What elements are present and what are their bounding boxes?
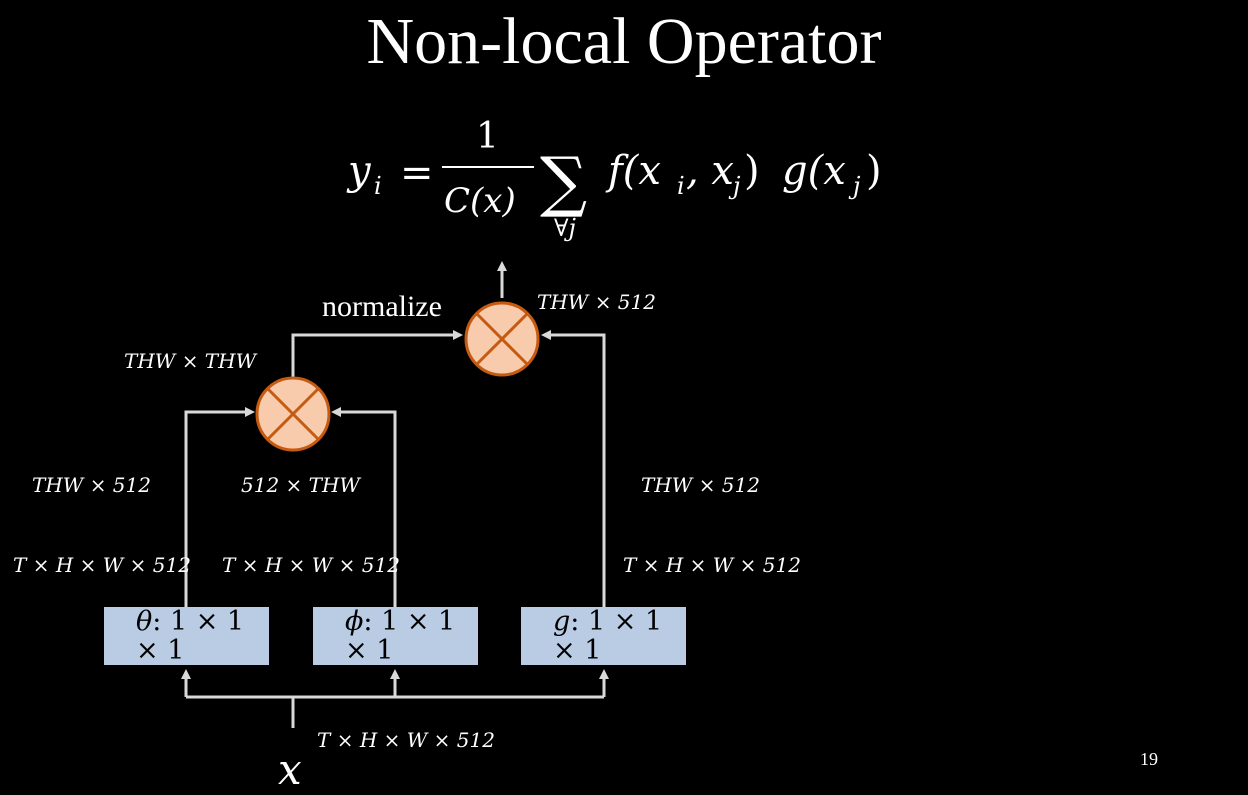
phi-symbol: ϕ (345, 607, 364, 637)
page-number: 19 (1140, 749, 1158, 769)
multiply-icon-attention (255, 376, 331, 452)
theta-symbol: θ (136, 607, 153, 637)
formula-equals: = (400, 150, 434, 196)
g-conv-box: g: 1 × 1 × 1 (521, 607, 686, 665)
formula-g-close: ) (866, 148, 882, 194)
g-path-line (541, 330, 606, 607)
multiply-icon-output (464, 301, 540, 377)
formula-sum-sub: ∀j (554, 214, 576, 242)
formula-sub-i: i (677, 172, 685, 200)
formula-sum-symbol: ∑ (540, 143, 587, 220)
theta-conv-text: : 1 × 1 × 1 (136, 607, 245, 665)
formula-denominator: C(x) (444, 181, 516, 221)
formula-g-open: g(x (782, 148, 846, 194)
phi-proj-dims-label: 512 × THW (241, 473, 360, 497)
input-variable: x (278, 745, 302, 794)
theta-path-line (184, 407, 255, 607)
formula-numerator: 1 (476, 116, 499, 157)
formula-lhs-sub: i (374, 172, 382, 200)
phi-path-line (331, 407, 397, 607)
theta-conv-box: θ: 1 × 1 × 1 (104, 607, 269, 665)
theta-out-dims-label: T × H × W × 512 (13, 553, 191, 577)
formula-f-open: f(x (605, 148, 661, 194)
input-dims-label: T × H × W × 512 (317, 728, 495, 752)
theta-proj-dims-label: THW × 512 (32, 473, 151, 497)
slide-title: Non-local Operator (366, 5, 882, 78)
g-conv-text: : 1 × 1 × 1 (553, 607, 663, 665)
normalize-label: normalize (322, 290, 442, 323)
output-dims-label: THW × 512 (537, 290, 656, 314)
formula-f-close: ) (744, 148, 760, 194)
phi-conv-text: : 1 × 1 × 1 (345, 607, 456, 665)
formula-lhs-var: y (346, 148, 372, 194)
phi-out-dims-label: T × H × W × 512 (222, 553, 400, 577)
formula-f-mid: , x (686, 148, 734, 194)
g-symbol: g (553, 607, 571, 637)
g-out-dims-label: T × H × W × 512 (623, 553, 801, 577)
attention-dims-label: THW × THW (124, 349, 257, 373)
g-proj-dims-label: THW × 512 (641, 473, 760, 497)
non-local-formula: y i = 1 C(x) ∑ ∀j f(x i , x j ) g(x j ) (346, 116, 882, 242)
phi-conv-box: ϕ: 1 × 1 × 1 (313, 607, 478, 665)
normalize-path-line (291, 330, 463, 378)
